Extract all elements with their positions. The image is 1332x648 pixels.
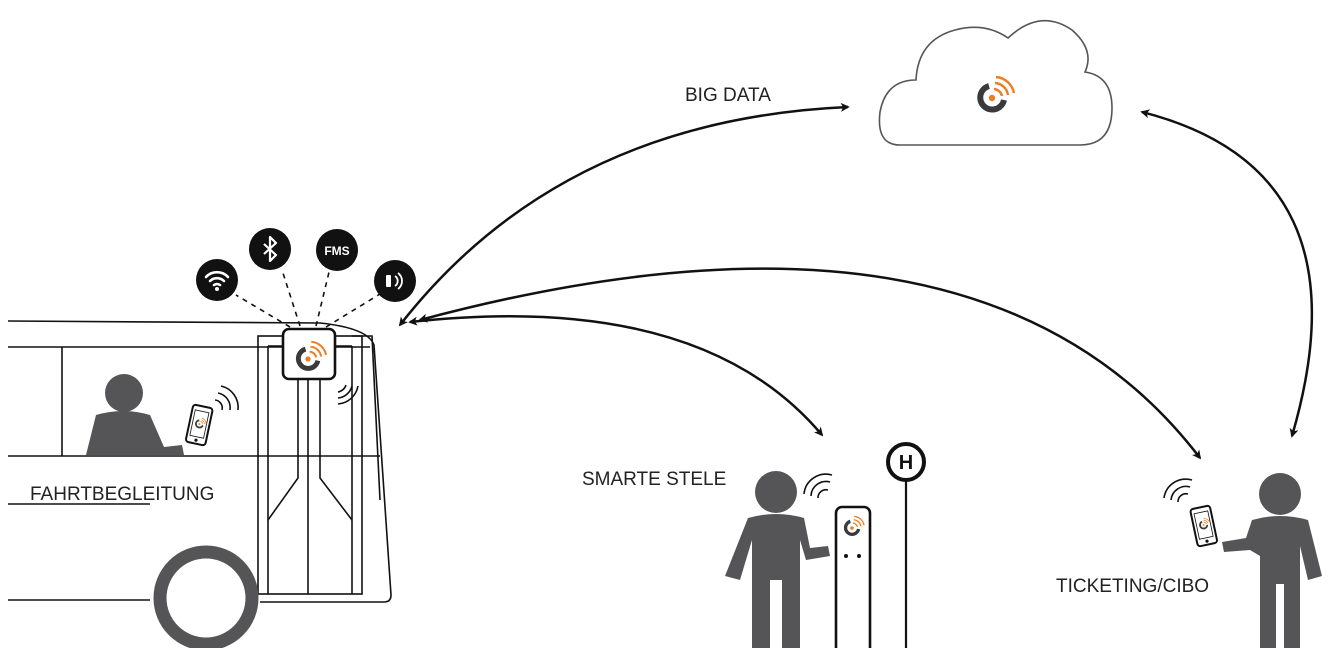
fms-icon: FMS [324, 244, 349, 258]
person-smarte-stele [725, 471, 830, 648]
smart-stele [834, 505, 872, 648]
dashed-connectors [235, 267, 381, 328]
bus-device [281, 327, 337, 381]
bluetooth-badge [249, 228, 291, 270]
bus-stop-letter: H [899, 452, 913, 474]
label-fahrtbegleitung: FAHRTBEGLEITUNG [30, 484, 214, 505]
beacon-icon [386, 272, 403, 290]
bus-signal-waves-icon [337, 384, 359, 405]
connection-arrows [398, 102, 1314, 460]
wifi-icon [204, 270, 230, 287]
cloud [878, 19, 1113, 146]
ticketing-smartphone-icon [1189, 504, 1218, 548]
beacon-badge [374, 260, 416, 302]
arrow-bus-cloud [398, 102, 850, 327]
fms-badge: FMS [316, 229, 358, 271]
person-fahrtbegleitung [86, 374, 184, 455]
arrow-cloud-ticketing [1140, 109, 1314, 438]
bus-outline [7, 320, 392, 603]
smartphone-icon [185, 403, 214, 447]
label-ticketing: TICKETING/CIBO [1056, 576, 1209, 597]
label-big-data: BIG DATA [685, 85, 771, 106]
bus-stop-sign-icon: H [886, 442, 926, 648]
bus-wheel [153, 545, 259, 648]
ticketing-waves-icon [1163, 478, 1193, 503]
stele-waves-icon [803, 473, 833, 499]
bluetooth-icon [263, 235, 278, 263]
phone-waves-icon [214, 385, 239, 411]
arrow-bus-stele [408, 314, 824, 437]
arrow-bus-ticketing [418, 267, 1202, 460]
label-smarte-stele: SMARTE STELE [582, 469, 726, 490]
person-ticketing [1222, 473, 1322, 648]
wifi-badge [196, 259, 238, 301]
